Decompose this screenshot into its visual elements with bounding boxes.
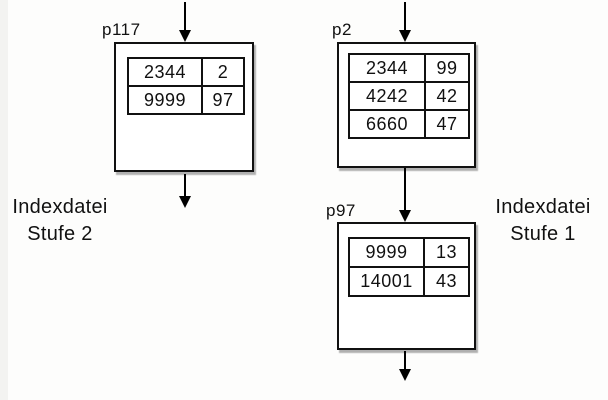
pointer-cell: 2 (201, 57, 245, 87)
index-table-p2: 2344 99 4242 42 6660 47 (348, 53, 470, 139)
arrow-out-of-p117-line (184, 174, 186, 197)
table-row: 6660 47 (348, 109, 470, 139)
pointer-cell: 43 (423, 266, 470, 297)
index-table-p117: 2344 2 9999 97 (127, 57, 245, 115)
arrow-out-of-p117-head-icon (179, 196, 191, 208)
table-row: 4242 42 (348, 81, 470, 111)
arrow-into-p117-line (184, 2, 186, 31)
key-cell: 2344 (127, 57, 203, 87)
arrow-into-p117-head-icon (179, 30, 191, 42)
arrow-into-p2-line (404, 2, 406, 31)
caption-line-2: Stufe 2 (27, 223, 93, 245)
pointer-cell: 99 (424, 53, 470, 83)
caption-indexdatei-stufe-1: Indexdatei Stufe 1 (491, 194, 595, 248)
node-box-p117: 2344 2 9999 97 (114, 42, 254, 172)
arrow-p2-to-p97-head-icon (399, 210, 411, 222)
caption-line-1: Indexdatei (495, 196, 591, 218)
node-label-p97: p97 (326, 201, 356, 220)
index-table-p97: 9999 13 14001 43 (348, 237, 470, 297)
arrow-p2-to-p97-line (404, 168, 406, 211)
key-cell: 6660 (348, 109, 426, 139)
caption-line-2: Stufe 1 (510, 223, 576, 245)
key-cell: 4242 (348, 81, 426, 111)
arrow-out-of-p97-line (404, 351, 406, 370)
pointer-cell: 97 (201, 85, 245, 115)
caption-indexdatei-stufe-2: Indexdatei Stufe 2 (8, 194, 112, 248)
caption-line-1: Indexdatei (12, 196, 108, 218)
node-label-p117: p117 (102, 20, 141, 39)
pointer-cell: 47 (424, 109, 470, 139)
table-row: 9999 13 (348, 237, 470, 268)
arrow-into-p2-head-icon (399, 30, 411, 42)
pointer-cell: 42 (424, 81, 470, 111)
arrow-out-of-p97-head-icon (399, 369, 411, 381)
table-row: 2344 99 (348, 53, 470, 83)
node-box-p97: 9999 13 14001 43 (337, 222, 476, 350)
key-cell: 14001 (348, 266, 425, 297)
key-cell: 2344 (348, 53, 426, 83)
node-box-p2: 2344 99 4242 42 6660 47 (337, 42, 476, 168)
table-row: 14001 43 (348, 266, 470, 297)
key-cell: 9999 (348, 237, 425, 268)
table-row: 2344 2 (127, 57, 245, 87)
pointer-cell: 13 (423, 237, 470, 268)
left-edge-strip (0, 0, 8, 400)
key-cell: 9999 (127, 85, 203, 115)
table-row: 9999 97 (127, 85, 245, 115)
node-label-p2: p2 (332, 20, 352, 39)
